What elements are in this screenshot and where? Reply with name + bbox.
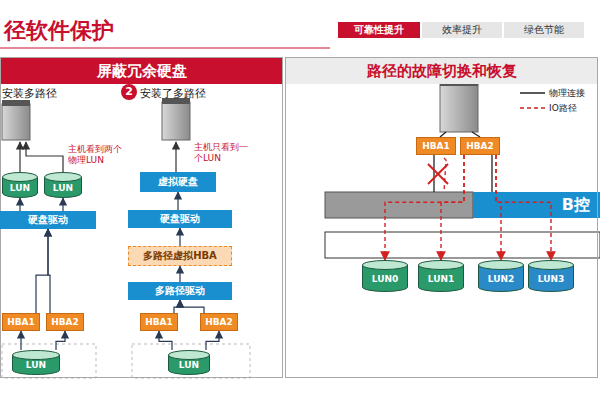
- lun-cylinder: LUN: [2, 172, 38, 198]
- panel: 屏蔽冗余硬盘LUNLUN硬盘驱动HBA1HBA2LUN虚拟硬盘硬盘驱动多路径虚拟…: [0, 57, 283, 378]
- data-flow-arrow: [20, 331, 21, 350]
- data-flow-arrow: [159, 331, 172, 350]
- node-text: HBA2: [205, 317, 233, 327]
- lun-cylinder: LUN2: [478, 260, 524, 292]
- failed-io-path: [444, 158, 446, 192]
- server-icon: [2, 78, 478, 140]
- title-rule: [0, 48, 330, 49]
- driver-box: 多路径虚拟HBA: [128, 246, 232, 266]
- controller-band: B控: [473, 192, 598, 218]
- panel-header: 屏蔽冗余硬盘: [1, 58, 282, 84]
- io-path: [385, 155, 464, 260]
- tab: 效率提升: [422, 22, 502, 38]
- cylinder-top: [45, 173, 82, 182]
- data-flow-arrow: [174, 300, 180, 313]
- cylinder-top: [169, 351, 210, 360]
- node-text: LUN2: [488, 274, 515, 284]
- storage-frame: [2, 344, 96, 378]
- hba-box: HBA2: [46, 313, 84, 331]
- cylinder-top: [3, 173, 38, 182]
- node-text: LUN0: [372, 274, 399, 284]
- driver-box: 硬盘驱动: [128, 210, 232, 228]
- io-path: [441, 155, 464, 260]
- io-path: [496, 155, 551, 260]
- node-text: HBA1: [7, 317, 35, 327]
- page-title: 径软件保护: [4, 16, 114, 46]
- node-text: HBA1: [145, 317, 173, 327]
- controller-a-band: [325, 192, 473, 218]
- node-text: 多路径驱动: [155, 284, 205, 298]
- hba-box: HBA2: [200, 313, 238, 331]
- node-text: B控: [562, 195, 590, 216]
- node-text: LUN: [179, 360, 199, 370]
- node-text: LUN3: [538, 274, 565, 284]
- io-path: [496, 155, 501, 260]
- callout-number: 2: [121, 84, 137, 100]
- cylinder-top: [529, 261, 574, 270]
- panel-header: 路径的故障切换和恢复: [286, 58, 597, 84]
- legend-text: IO路径: [549, 102, 577, 115]
- cylinder-top: [479, 261, 524, 270]
- legend-sample-line: [520, 92, 545, 94]
- backplane-band: [325, 232, 600, 258]
- storage-frame: [132, 344, 250, 378]
- tab-active: 可靠性提升: [338, 22, 420, 38]
- tab: 绿色节能: [504, 22, 584, 38]
- node-text: HBA2: [466, 141, 494, 151]
- node-text: 多路径虚拟HBA: [143, 249, 217, 263]
- hba-box: HBA1: [416, 137, 456, 155]
- driver-box: 虚拟硬盘: [140, 172, 216, 192]
- driver-box: 多路径驱动: [128, 282, 232, 300]
- section-label: 安装多路径: [2, 86, 57, 101]
- data-flow-arrow: [62, 198, 63, 211]
- data-flow-arrow: [179, 266, 180, 282]
- failure-cross: [428, 164, 448, 184]
- lun-cylinder: LUN: [12, 350, 60, 375]
- data-flow-arrow: [180, 300, 204, 313]
- lun-cylinder: LUN3: [528, 260, 574, 292]
- cylinder-top: [419, 261, 464, 270]
- lun-cylinder: LUN1: [418, 260, 464, 292]
- controller-b-band: [473, 192, 600, 218]
- node-text: HBA1: [422, 141, 450, 151]
- driver-box: 硬盘驱动: [0, 211, 96, 229]
- hba-box: HBA1: [2, 313, 40, 331]
- node-text: LUN1: [428, 274, 455, 284]
- data-flow-arrow: [48, 229, 50, 313]
- lun-cylinder: LUN: [168, 350, 210, 375]
- node-text: 虚拟硬盘: [158, 175, 198, 189]
- legend-sample-dashed: [520, 107, 545, 109]
- node-text: LUN: [26, 360, 46, 370]
- hba-box: HBA1: [140, 313, 178, 331]
- data-flow-arrow: [36, 229, 48, 313]
- data-flow-arrow: [19, 198, 20, 211]
- hba-box: HBA2: [460, 137, 500, 155]
- node-text: LUN: [53, 183, 73, 193]
- node-text: HBA2: [51, 317, 79, 327]
- data-flow-arrow: [179, 228, 180, 246]
- data-flow-arrow: [56, 331, 65, 350]
- panel: 路径的故障切换和恢复 HBA1 HBA2B控 LUN0 LUN1 LUN2 LUN3: [285, 57, 598, 378]
- data-flow-arrow: [177, 192, 178, 210]
- cylinder-top: [13, 351, 60, 360]
- node-text: 硬盘驱动: [160, 212, 200, 226]
- note: 主机看到两个物理LUN: [68, 144, 130, 166]
- section-label: 安装了多路径: [140, 86, 206, 101]
- note: 主机只看到一个LUN: [194, 142, 254, 164]
- node-text: LUN: [10, 183, 30, 193]
- data-flow-arrow: [206, 331, 219, 350]
- lun-cylinder: LUN0: [362, 260, 408, 292]
- node-text: 硬盘驱动: [28, 213, 68, 227]
- lun-cylinder: LUN: [44, 172, 82, 198]
- legend-text: 物理连接: [549, 87, 585, 100]
- cylinder-top: [363, 261, 408, 270]
- host-link: [20, 142, 176, 172]
